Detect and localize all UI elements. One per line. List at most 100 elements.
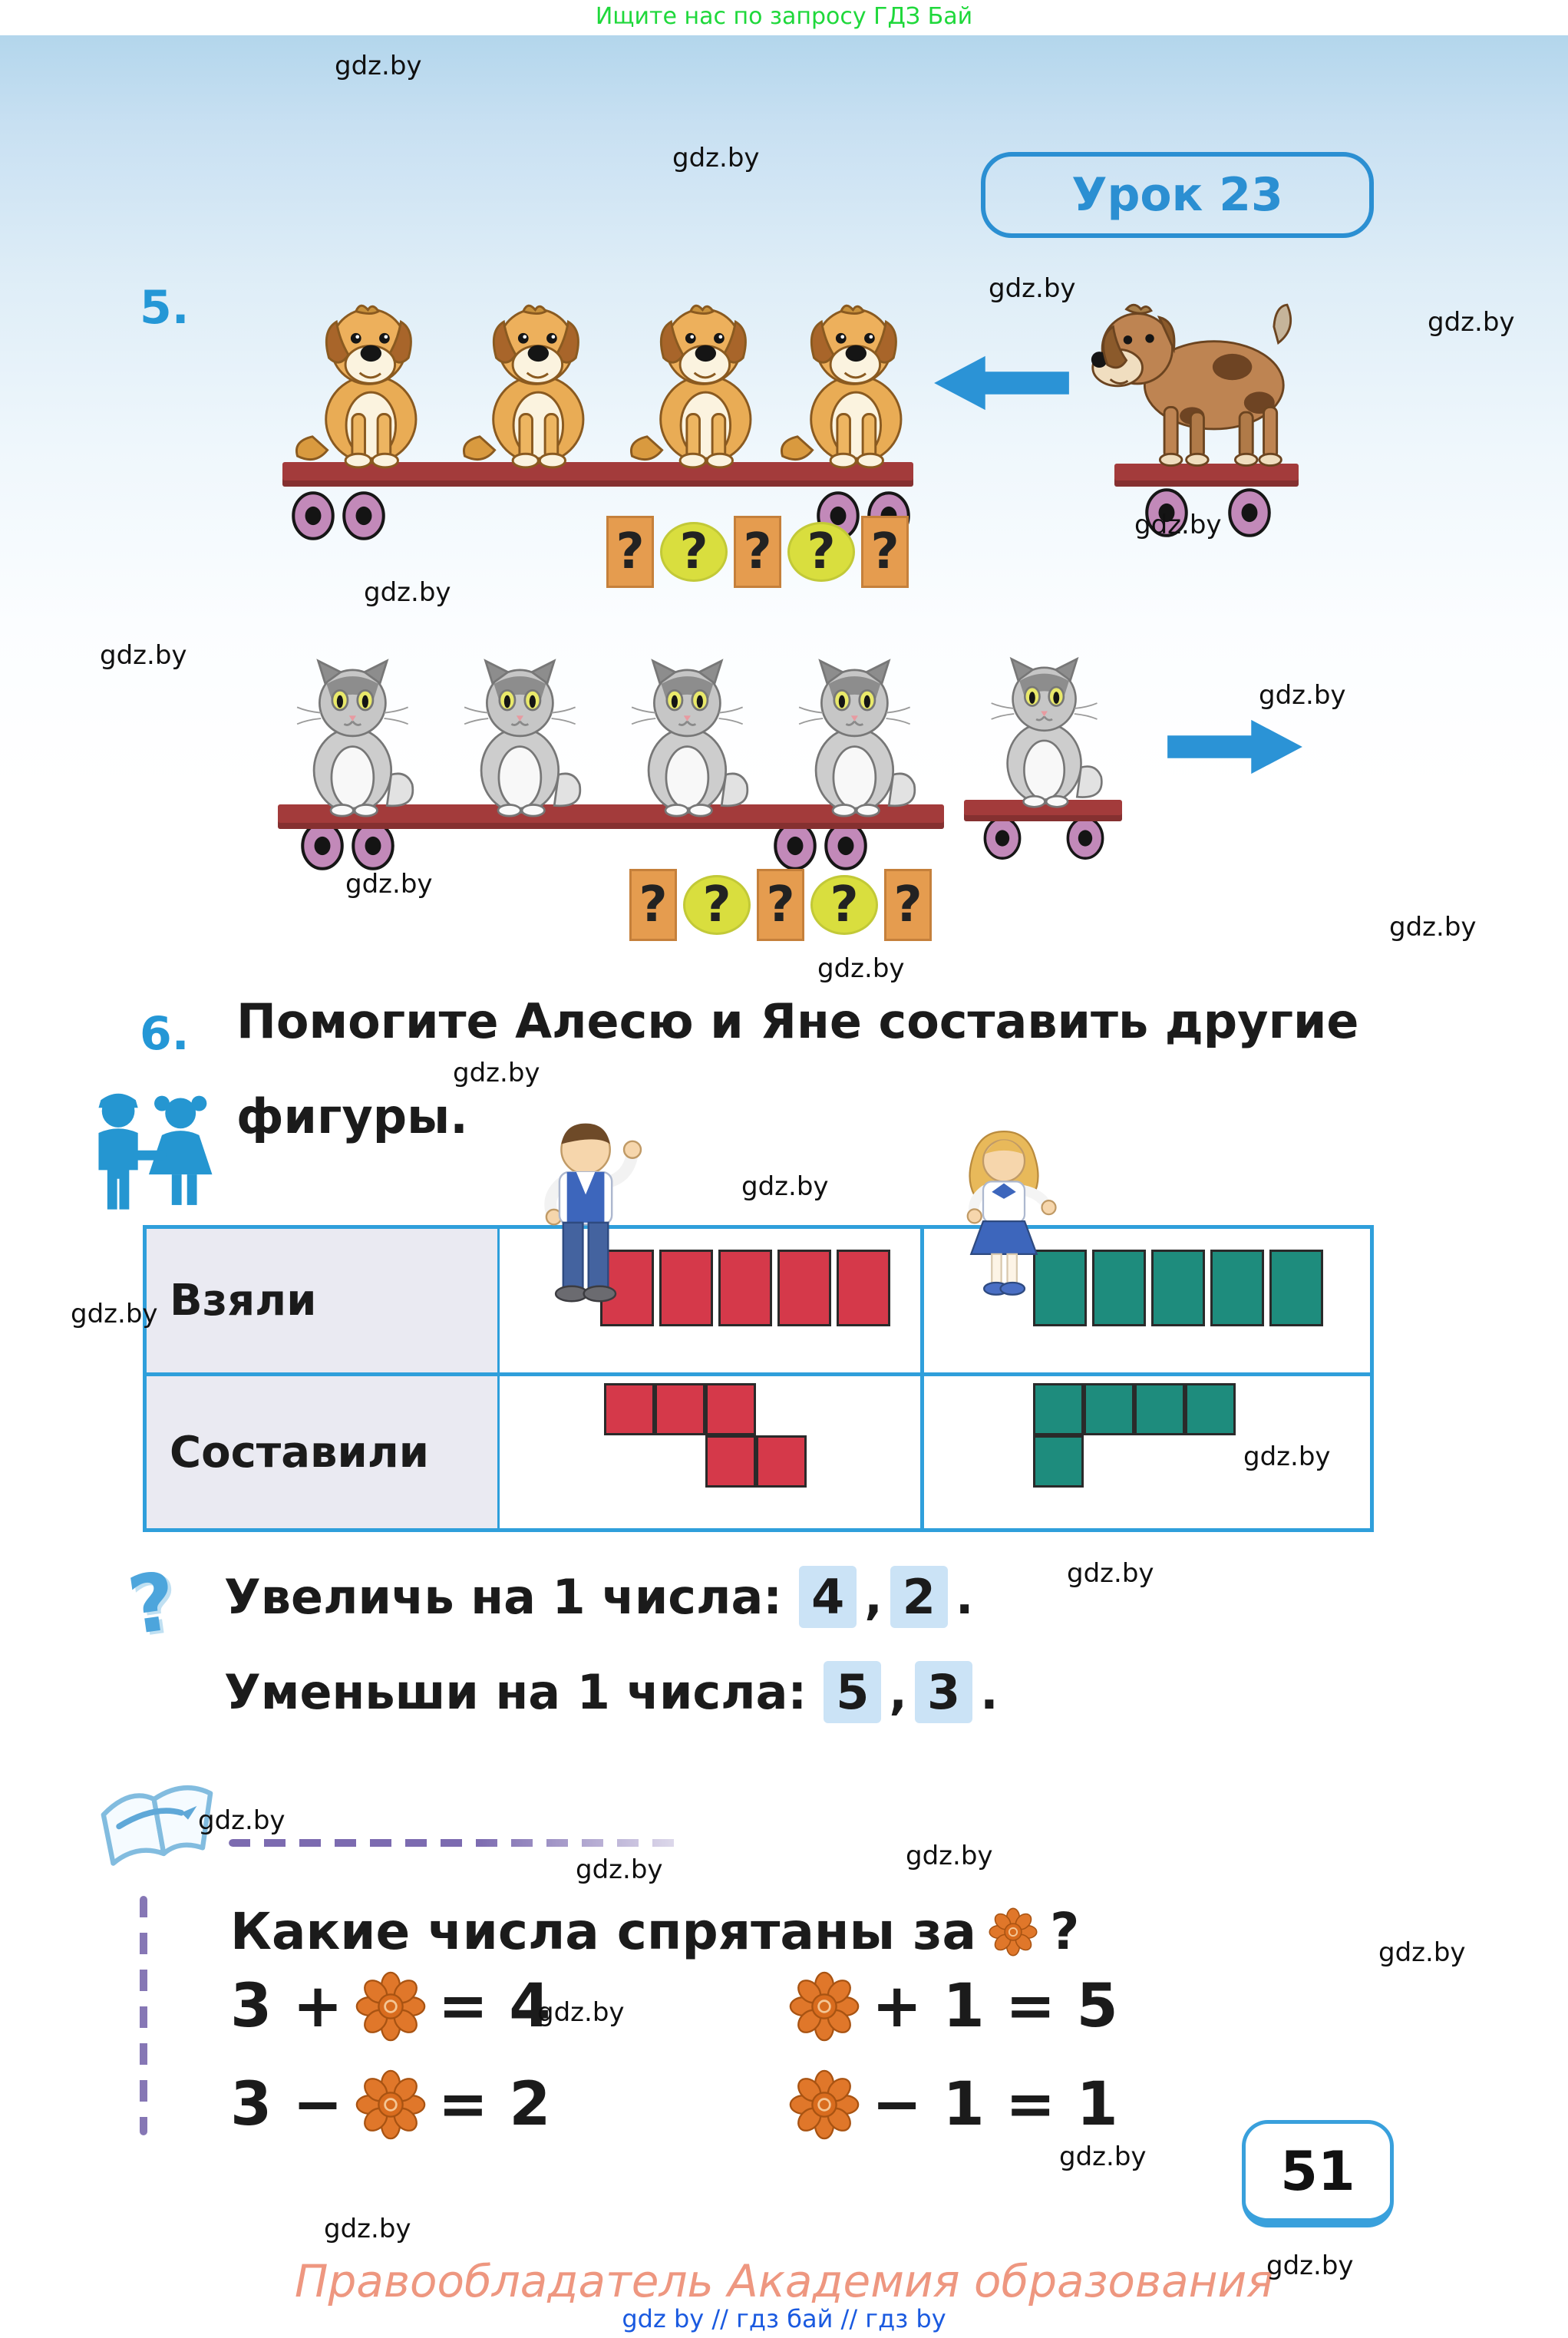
question-mark-token: ? — [787, 522, 855, 582]
decrease-task-line: Уменьши на 1 числа: 5 , 3 . — [224, 1661, 1006, 1723]
question-marks-row-cats: ????? — [629, 869, 932, 941]
dog-illustration-2 — [450, 290, 615, 471]
notebook-icon — [86, 1778, 232, 1904]
square-tile — [837, 1250, 890, 1326]
decrease-label: Уменьши на 1 числа: — [224, 1664, 807, 1720]
question-mark-token: ? — [734, 516, 781, 588]
gdz-watermark: gdz.by — [1389, 912, 1477, 943]
table-divider — [920, 1229, 924, 1528]
lesson-badge: Урок 23 — [981, 152, 1374, 238]
page-number-text: 51 — [1280, 2139, 1355, 2203]
hidden-numbers-question: Какие числа спрятаны за ? — [230, 1902, 1079, 1961]
question-mark-token: ? — [629, 869, 677, 941]
equation-1: 3 + = 4 — [230, 1971, 551, 2042]
cart-wheel — [291, 490, 335, 541]
took-label-text: Взяли — [170, 1276, 317, 1326]
teal-squares-taken — [1033, 1250, 1329, 1326]
equation-text: − 1 = 1 — [872, 2070, 1118, 2139]
flower-icon — [789, 1971, 860, 2042]
square-tile — [756, 1435, 807, 1488]
promo-banner: Ищите нас по запросу ГДЗ Бай — [0, 0, 1568, 35]
square-tile — [1151, 1250, 1205, 1326]
exercise6-text-line1: Помогите Алесю и Яне составить другие — [236, 993, 1359, 1049]
number-highlight: 3 — [914, 1661, 973, 1723]
dashed-line-vertical — [140, 1896, 147, 2135]
cart-wheel — [1227, 487, 1272, 538]
square-tile — [1033, 1383, 1084, 1435]
square-tile — [659, 1250, 713, 1326]
increase-label: Увеличь на 1 числа: — [224, 1569, 783, 1625]
girl-yana-illustration — [935, 1115, 1073, 1313]
table-row-label-made: Составили — [147, 1376, 497, 1528]
cat-illustration-4 — [775, 652, 940, 817]
number-highlight: 4 — [799, 1566, 857, 1628]
equation-text: + 1 = 5 — [872, 1972, 1118, 2041]
question-marks-row-dogs: ????? — [606, 516, 909, 588]
question-mark-token: ? — [757, 869, 804, 941]
flower-icon — [355, 1971, 426, 2042]
separator: , — [864, 1569, 883, 1625]
footer-links-text: gdz by // гдз бай // гдз by — [622, 2304, 946, 2333]
cat-illustration-1 — [273, 652, 438, 817]
promo-banner-text: Ищите нас по запросу ГДЗ Бай — [595, 3, 973, 30]
gdz-watermark: gdz.by — [453, 1058, 540, 1088]
period: . — [980, 1664, 999, 1720]
cat-illustration-2 — [441, 652, 606, 817]
square-tile — [655, 1383, 705, 1435]
arrow-left-icon — [930, 355, 1073, 411]
dog-illustration-1 — [282, 290, 447, 471]
question-icon: ? — [122, 1554, 182, 1653]
question-mark-token: ? — [884, 869, 932, 941]
made-label-text: Составили — [170, 1427, 429, 1478]
question-mark-token: ? — [660, 522, 728, 582]
exercise6-text-line2: фигуры. — [236, 1088, 468, 1144]
table-divider — [496, 1229, 500, 1528]
table-divider — [147, 1372, 1370, 1376]
number-highlight: 5 — [824, 1661, 882, 1723]
cart-wheel — [1065, 816, 1105, 860]
spotted-dog-cart-plank — [1114, 464, 1299, 487]
number-highlight: 2 — [890, 1566, 948, 1628]
equation-text: = 2 — [437, 2070, 551, 2139]
gdz-watermark: gdz.by — [576, 1854, 663, 1885]
figures-table: Взяли Составили — [143, 1225, 1374, 1532]
flower-icon — [989, 1907, 1038, 1957]
gdz-watermark: gdz.by — [345, 869, 433, 900]
square-tile — [1185, 1383, 1236, 1435]
boy-ales-illustration — [513, 1111, 662, 1309]
question-mark-token: ? — [861, 516, 909, 588]
gdz-watermark: gdz.by — [906, 1841, 993, 1871]
spotted-dog-illustration — [1081, 292, 1311, 474]
cat-illustration-3 — [608, 652, 773, 817]
increase-task-line: Увеличь на 1 числа: 4 , 2 . — [224, 1566, 981, 1628]
gdz-watermark: gdz.by — [1378, 1937, 1466, 1968]
square-tile — [1269, 1250, 1323, 1326]
equation-text: 3 − — [230, 2070, 343, 2139]
flower-icon — [355, 2069, 426, 2140]
equation-3: + 1 = 5 — [777, 1971, 1118, 2042]
equation-4: − 1 = 1 — [777, 2069, 1118, 2140]
gdz-watermark: gdz.by — [817, 953, 905, 984]
question-mark-token: ? — [606, 516, 654, 588]
separator: , — [889, 1664, 907, 1720]
square-tile — [1084, 1383, 1134, 1435]
dashed-line-horizontal — [229, 1839, 678, 1847]
flower-icon — [789, 2069, 860, 2140]
gdz-watermark: gdz.by — [1059, 2142, 1147, 2172]
square-tile — [777, 1250, 831, 1326]
table-row-label-took: Взяли — [147, 1229, 497, 1372]
square-tile — [1092, 1250, 1146, 1326]
question-mark-token: ? — [683, 875, 751, 935]
pair-work-kids-icon — [77, 1073, 219, 1250]
question-mark-text: ? — [1050, 1902, 1080, 1961]
equation-text: = 4 — [437, 1972, 551, 2041]
gdz-watermark: gdz.by — [1067, 1558, 1154, 1589]
dog-illustration-3 — [617, 290, 782, 471]
gdz-watermark: gdz.by — [741, 1171, 829, 1202]
square-tile — [718, 1250, 772, 1326]
red-squares-taken — [600, 1250, 896, 1326]
lesson-badge-text: Урок 23 — [1071, 168, 1283, 222]
cart-wheel — [342, 490, 386, 541]
square-tile — [705, 1435, 756, 1488]
